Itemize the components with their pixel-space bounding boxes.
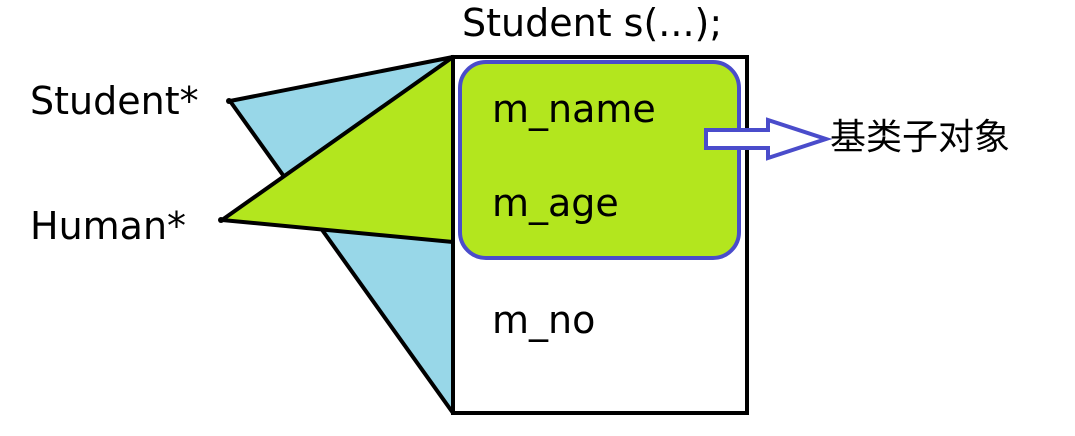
base-subobject-label: 基类子对象 xyxy=(830,117,1011,158)
human-pointer-dot xyxy=(218,217,224,223)
field-no-label: m_no xyxy=(492,298,596,342)
student-pointer-dot xyxy=(226,98,232,104)
object-declaration-label: Student s(...); xyxy=(462,1,723,45)
field-name-label: m_name xyxy=(492,87,656,131)
field-age-label: m_age xyxy=(492,181,619,225)
student-pointer-label: Student* xyxy=(30,79,199,123)
base-subobject-box xyxy=(458,60,741,260)
human-pointer-label: Human* xyxy=(30,204,187,248)
subobject-arrow-icon xyxy=(704,117,833,161)
